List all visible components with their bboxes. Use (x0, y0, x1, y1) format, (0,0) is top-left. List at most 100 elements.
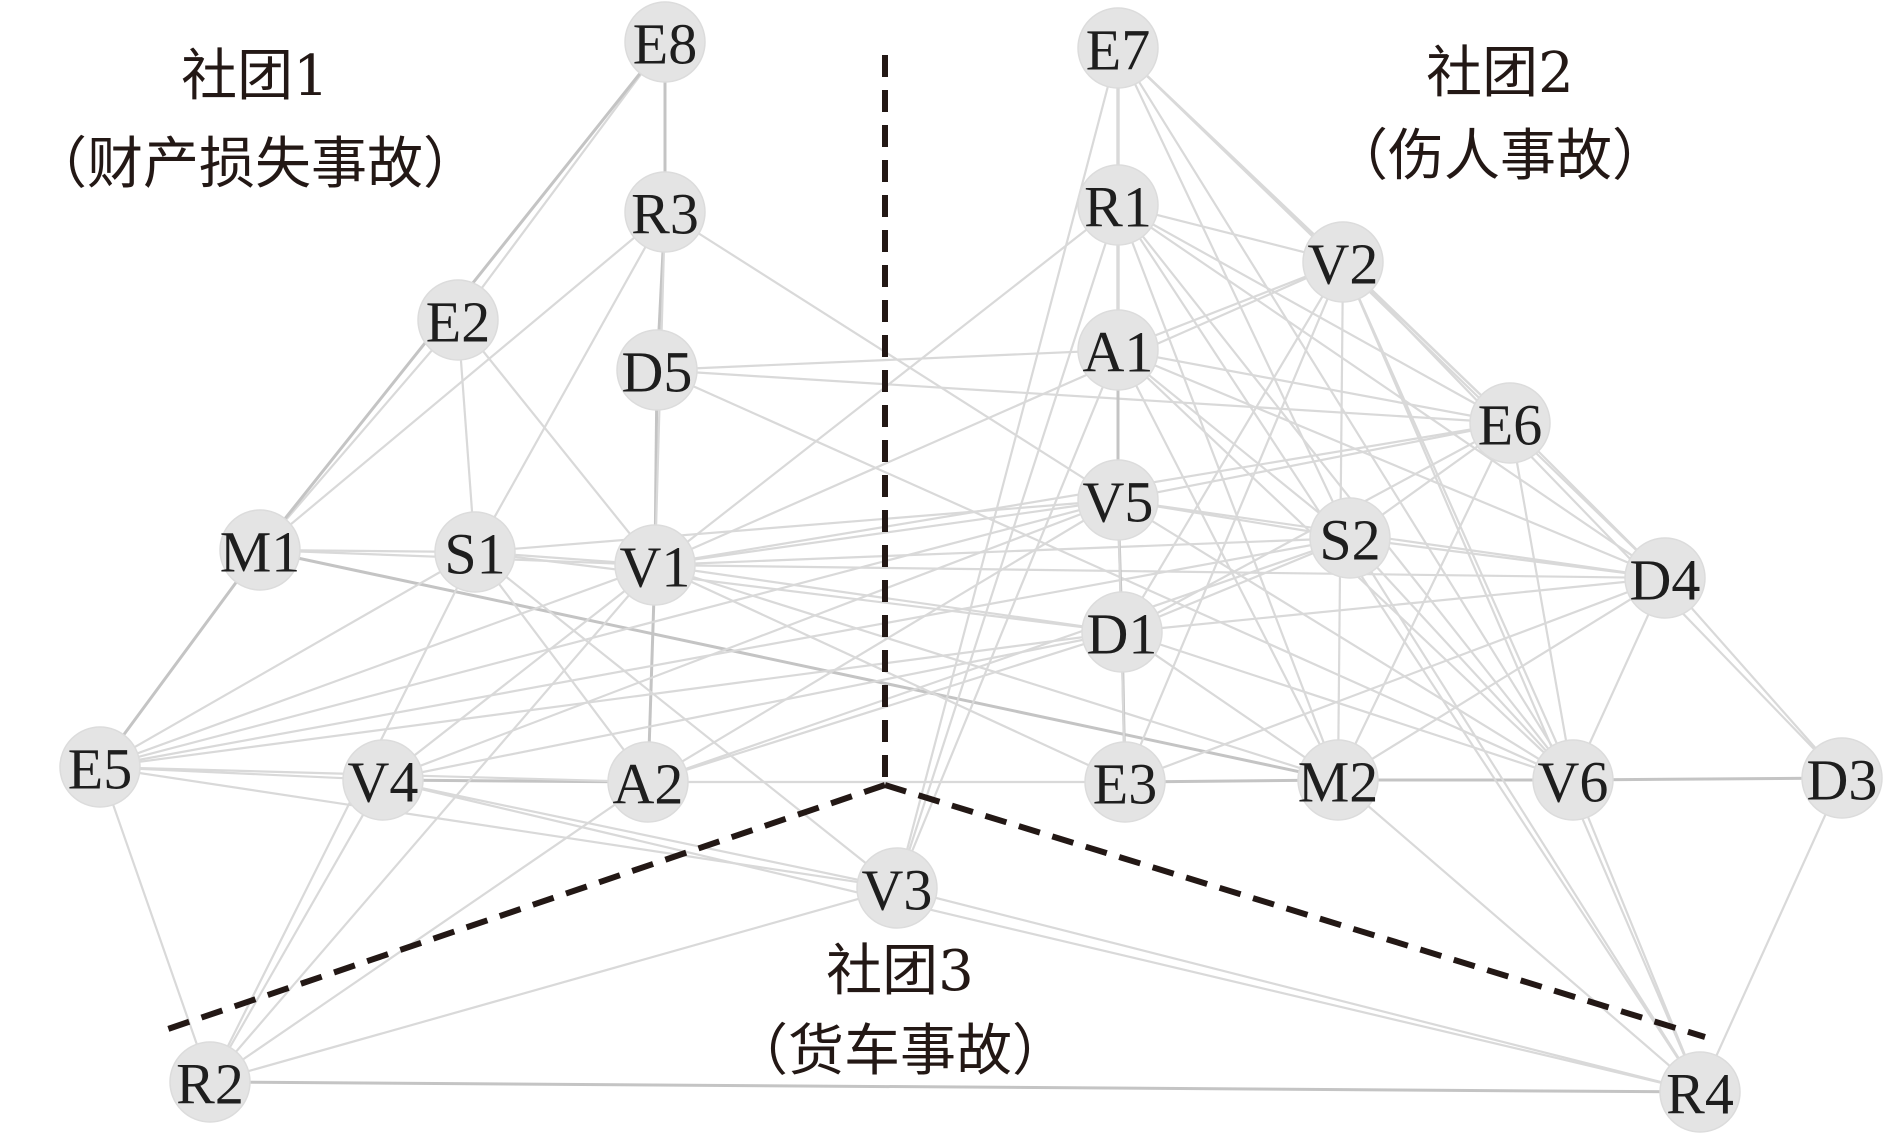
edge-E7-V6 (1117, 47, 1574, 781)
node-D4: D4 (1624, 537, 1706, 619)
node-circle (624, 171, 706, 253)
community-1-subtitle: （财产损失事故） (31, 132, 479, 197)
node-E6: E6 (1469, 382, 1551, 464)
node-R3: R3 (624, 171, 706, 253)
node-circle (1077, 7, 1159, 89)
edge-V2-E3 (1123, 261, 1345, 783)
node-label: E6 (1478, 393, 1542, 458)
edge-S2-V6 (1349, 537, 1574, 781)
edge-A1-E6 (1117, 348, 1511, 425)
node-circle (1469, 382, 1551, 464)
edge-D5-E6 (656, 368, 1511, 425)
edge-A1-D4 (1117, 348, 1666, 580)
edge-E5-R2 (98, 766, 212, 1083)
edge-S1-A2 (474, 551, 649, 783)
edge-A1-M2 (1117, 349, 1339, 781)
node-label: M1 (220, 520, 301, 585)
edge-V4-R2 (209, 779, 384, 1083)
edge-M1-M2 (259, 548, 1339, 782)
edge-S1-D1 (474, 550, 1123, 634)
edge-E6-V5 (1117, 421, 1511, 502)
edge-M1-E5 (98, 549, 262, 768)
edge-V2-D1 (1121, 261, 1344, 633)
node-circle (417, 279, 499, 361)
edge-V4-V5 (382, 498, 1119, 782)
node-circle (856, 847, 938, 929)
node-R2: R2 (169, 1041, 251, 1123)
edge-S2-R4 (1349, 537, 1701, 1093)
edge-D4-D1 (1121, 576, 1666, 634)
node-circle (614, 524, 696, 606)
edge-E2-M1 (259, 319, 459, 551)
edge-V4-R1 (382, 204, 1119, 781)
node-label: V2 (1308, 232, 1379, 297)
edge-V4-D1 (382, 630, 1123, 782)
edge-V1-V2 (654, 260, 1344, 567)
node-label: D1 (1087, 602, 1158, 667)
edge-E5-V1 (99, 563, 656, 769)
edge-R1-V3 (895, 204, 1120, 889)
node-label: R4 (1666, 1062, 1734, 1127)
edge-V2-R4 (1341, 261, 1702, 1093)
edge-D4-E3 (1124, 576, 1666, 784)
edge-E2-V1 (457, 319, 656, 566)
node-circle (1077, 164, 1159, 246)
node-label: V1 (620, 535, 691, 600)
edge-R2-S1 (209, 551, 476, 1083)
edge-V3-V4 (382, 778, 898, 890)
edge-V6-D3 (1572, 776, 1843, 782)
node-D5: D5 (616, 329, 698, 411)
node-label: S1 (444, 522, 505, 587)
node-circle (624, 1, 706, 83)
edge-V5-D4 (1117, 498, 1666, 580)
community-1-name: 社团1 (181, 44, 329, 109)
node-circle (1081, 591, 1163, 673)
node-A2: A2 (607, 741, 689, 823)
edge-S1-V3 (474, 551, 898, 889)
edge-V2-D3 (1342, 261, 1843, 779)
node-circle (1297, 739, 1379, 821)
edge-V1-S2 (654, 536, 1351, 567)
edge-D4-M2 (1337, 577, 1666, 781)
node-circle (1532, 739, 1614, 821)
edge-E5-V3 (99, 765, 898, 890)
node-label: E8 (633, 12, 697, 77)
edge-V3-R4 (896, 886, 1701, 1094)
edge-E6-V6 (1508, 422, 1575, 781)
node-circle (1624, 537, 1706, 619)
node-circle (1659, 1051, 1741, 1133)
edge-R1-M2 (1116, 204, 1340, 781)
node-label: E7 (1086, 18, 1150, 83)
edge-A2-S2 (647, 536, 1351, 784)
edge-R4-V4 (382, 778, 1701, 1094)
node-R4: R4 (1659, 1051, 1741, 1133)
node-S2: S2 (1309, 497, 1391, 579)
community-3-subtitle: （货车事故） (732, 1019, 1068, 1084)
edge-S2-D4 (1349, 536, 1666, 580)
node-circle (616, 329, 698, 411)
edge-E8-E2 (457, 41, 666, 321)
edge-V5-V6 (1117, 499, 1574, 781)
node-label: E3 (1093, 752, 1157, 817)
node-circle (59, 726, 141, 808)
node-label: M2 (1298, 750, 1379, 815)
node-label: A2 (613, 752, 684, 817)
node-circle (1077, 309, 1159, 391)
node-M1: M1 (219, 509, 301, 591)
node-R1: R1 (1077, 164, 1159, 246)
community-2-subtitle: （伤人事故） (1332, 124, 1668, 189)
community-labels: 社团1 （财产损失事故） 社团2 （伤人事故） 社团3 （货车事故） (31, 41, 1668, 1084)
node-label: V5 (1083, 470, 1154, 535)
edge-R1-V6 (1117, 204, 1574, 781)
edge-S1-E5 (99, 551, 476, 768)
edge-R1-E6 (1117, 204, 1511, 424)
edge-V2-V6 (1341, 261, 1575, 781)
node-V3: V3 (856, 847, 938, 929)
node-label: S2 (1319, 508, 1380, 573)
edge-D5-A1 (656, 348, 1119, 372)
node-label: R2 (176, 1052, 244, 1117)
edge-V1-D4 (654, 563, 1666, 580)
node-V1: V1 (614, 524, 696, 606)
node-E8: E8 (624, 1, 706, 83)
node-circle (607, 741, 689, 823)
